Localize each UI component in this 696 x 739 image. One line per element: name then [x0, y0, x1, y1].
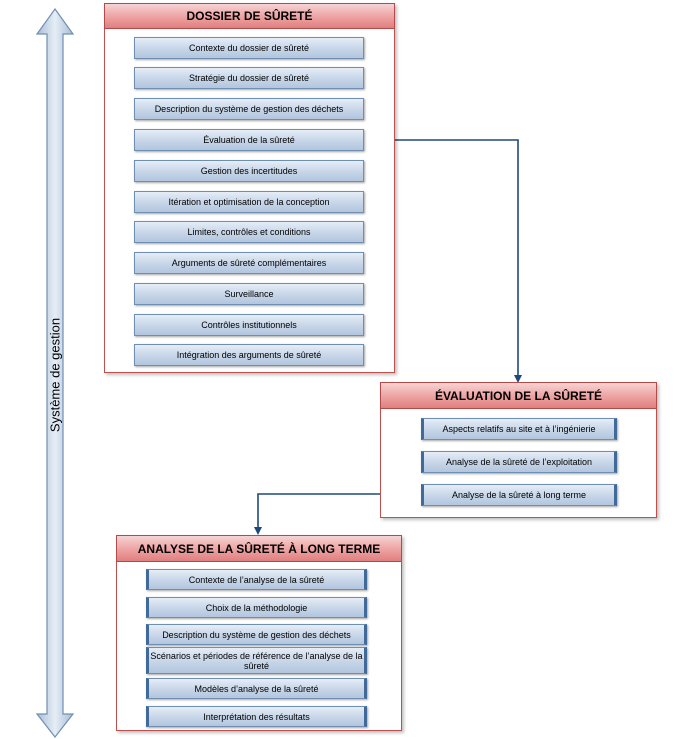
dossier-item-description: Description du système de gestion des dé…	[134, 98, 364, 120]
longterme-item-scenarios: Scénarios et périodes de référence de l’…	[146, 647, 367, 674]
longterme-item-methodologie: Choix de la méthodologie	[146, 597, 367, 618]
dossier-header: DOSSIER DE SÛRETÉ	[104, 3, 395, 29]
dossier-item-contexte: Contexte du dossier de sûreté	[134, 37, 364, 59]
longterme-item-contexte: Contexte de l’analyse de la sûreté	[146, 569, 367, 590]
longterme-item-modeles: Modèles d’analyse de la sûreté	[146, 678, 367, 699]
longterme-item-description: Description du système de gestion des dé…	[146, 624, 367, 645]
dossier-item-integration: Intégration des arguments de sûreté	[134, 344, 364, 366]
dossier-item-evaluation: Évaluation de la sûreté	[134, 129, 364, 151]
double-arrow-icon	[35, 7, 75, 738]
evaluation-header: ÉVALUATION DE LA SÛRETÉ	[380, 382, 657, 409]
dossier-item-incertitudes: Gestion des incertitudes	[134, 160, 364, 182]
dossier-item-limites: Limites, contrôles et conditions	[134, 221, 364, 243]
connector-evaluation-to-longterme	[254, 493, 421, 535]
longterme-header: ANALYSE DE LA SÛRETÉ À LONG TERME	[116, 535, 402, 562]
dossier-item-surveillance: Surveillance	[134, 283, 364, 305]
evaluation-item-long-terme: Analyse de la sûreté à long terme	[421, 484, 617, 506]
dossier-item-strategie: Stratégie du dossier de sûreté	[134, 67, 364, 89]
dossier-panel	[104, 3, 395, 373]
dossier-item-controles: Contrôles institutionnels	[134, 314, 364, 336]
dossier-item-iteration: Itération et optimisation de la concepti…	[134, 191, 364, 213]
connector-dossier-to-evaluation	[364, 139, 522, 383]
evaluation-item-site: Aspects relatifs au site et à l’ingénier…	[421, 418, 617, 440]
longterme-item-interpretation: Interprétation des résultats	[146, 706, 367, 727]
side-label: Système de gestion	[47, 317, 63, 433]
dossier-item-arguments: Arguments de sûreté complémentaires	[134, 252, 364, 274]
evaluation-item-exploitation: Analyse de la sûreté de l’exploitation	[421, 451, 617, 473]
